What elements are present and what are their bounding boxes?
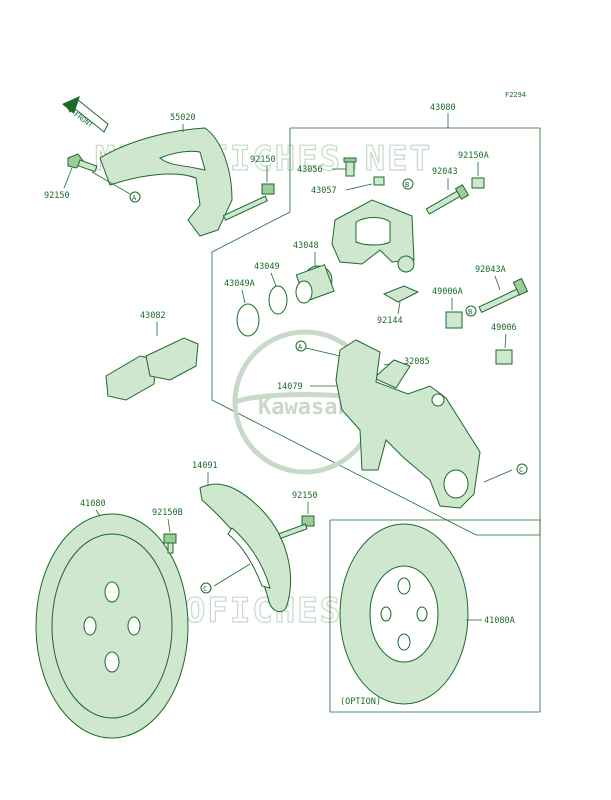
boot-49006A — [445, 311, 463, 329]
bolt-92150-mid — [222, 183, 275, 221]
label-92150B: 92150B — [152, 508, 183, 518]
label-49006A: 49006A — [432, 287, 463, 297]
label-43080: 43080 — [430, 103, 456, 113]
label-92043A: 92043A — [475, 265, 506, 275]
disc-option-frame — [329, 519, 541, 713]
brake-disc-41080 — [35, 513, 189, 739]
label-41080: 41080 — [80, 499, 106, 509]
assembly-frame — [211, 127, 541, 536]
bolt-92150B — [163, 533, 177, 554]
ref-c-right-text: C — [519, 466, 523, 474]
label-32085: 32085 — [404, 357, 430, 367]
seal-43049 — [268, 285, 288, 315]
label-92150-low: 92150 — [292, 491, 318, 501]
label-43057: 43057 — [311, 186, 337, 196]
chain-guard-55020 — [99, 127, 233, 237]
label-92043: 92043 — [432, 167, 458, 177]
ref-c-left — [200, 582, 212, 594]
boot-49006 — [495, 349, 513, 365]
brake-disc-41080A — [339, 523, 469, 705]
ref-b-top — [402, 178, 414, 190]
seal-43049A — [236, 303, 260, 337]
brake-pads-43082 — [105, 337, 199, 401]
ref-c-right — [516, 463, 528, 475]
label-43082: 43082 — [140, 311, 166, 321]
caliper-bracket-14079 — [335, 339, 481, 509]
bleeder-43056 — [343, 157, 357, 177]
ref-b-mid-text: B — [468, 308, 472, 316]
bolt-92150-low — [278, 515, 315, 540]
ref-a-mid-text: A — [298, 343, 303, 351]
figure-code: F2294 — [505, 91, 526, 99]
pin-92043A — [478, 277, 529, 313]
cap-43057 — [373, 176, 385, 186]
caliper-body-43080 — [331, 199, 415, 273]
label-55020: 55020 — [170, 113, 196, 123]
spring-92144 — [382, 285, 420, 303]
label-92150-mid: 92150 — [250, 155, 276, 165]
piston-43048 — [295, 264, 335, 304]
ref-a-left — [129, 191, 141, 203]
label-92150-left: 92150 — [44, 191, 70, 201]
ref-a-mid — [295, 340, 307, 352]
ref-b-top-text: B — [405, 181, 409, 189]
label-41080A: 41080A — [484, 616, 515, 626]
ref-b-mid — [465, 305, 477, 317]
ref-a-left-text: A — [132, 194, 137, 202]
label-14079: 14079 — [277, 382, 303, 392]
label-43056: 43056 — [297, 165, 323, 175]
front-arrow-icon: FRONT — [62, 96, 109, 133]
bolt-92150-left — [67, 153, 98, 173]
ref-c-left-text: C — [203, 585, 207, 593]
label-43049A: 43049A — [224, 279, 255, 289]
disc-guard-14091 — [199, 483, 291, 613]
plate-32085 — [373, 359, 411, 389]
label-49006: 49006 — [491, 323, 517, 333]
label-43048: 43048 — [293, 241, 319, 251]
label-43049: 43049 — [254, 262, 280, 272]
option-label: (OPTION) — [340, 697, 381, 707]
label-14091: 14091 — [192, 461, 218, 471]
label-92150A: 92150A — [458, 151, 489, 161]
label-92144: 92144 — [377, 316, 403, 326]
bolt-92150A — [471, 177, 485, 189]
pin-92043 — [425, 184, 470, 215]
